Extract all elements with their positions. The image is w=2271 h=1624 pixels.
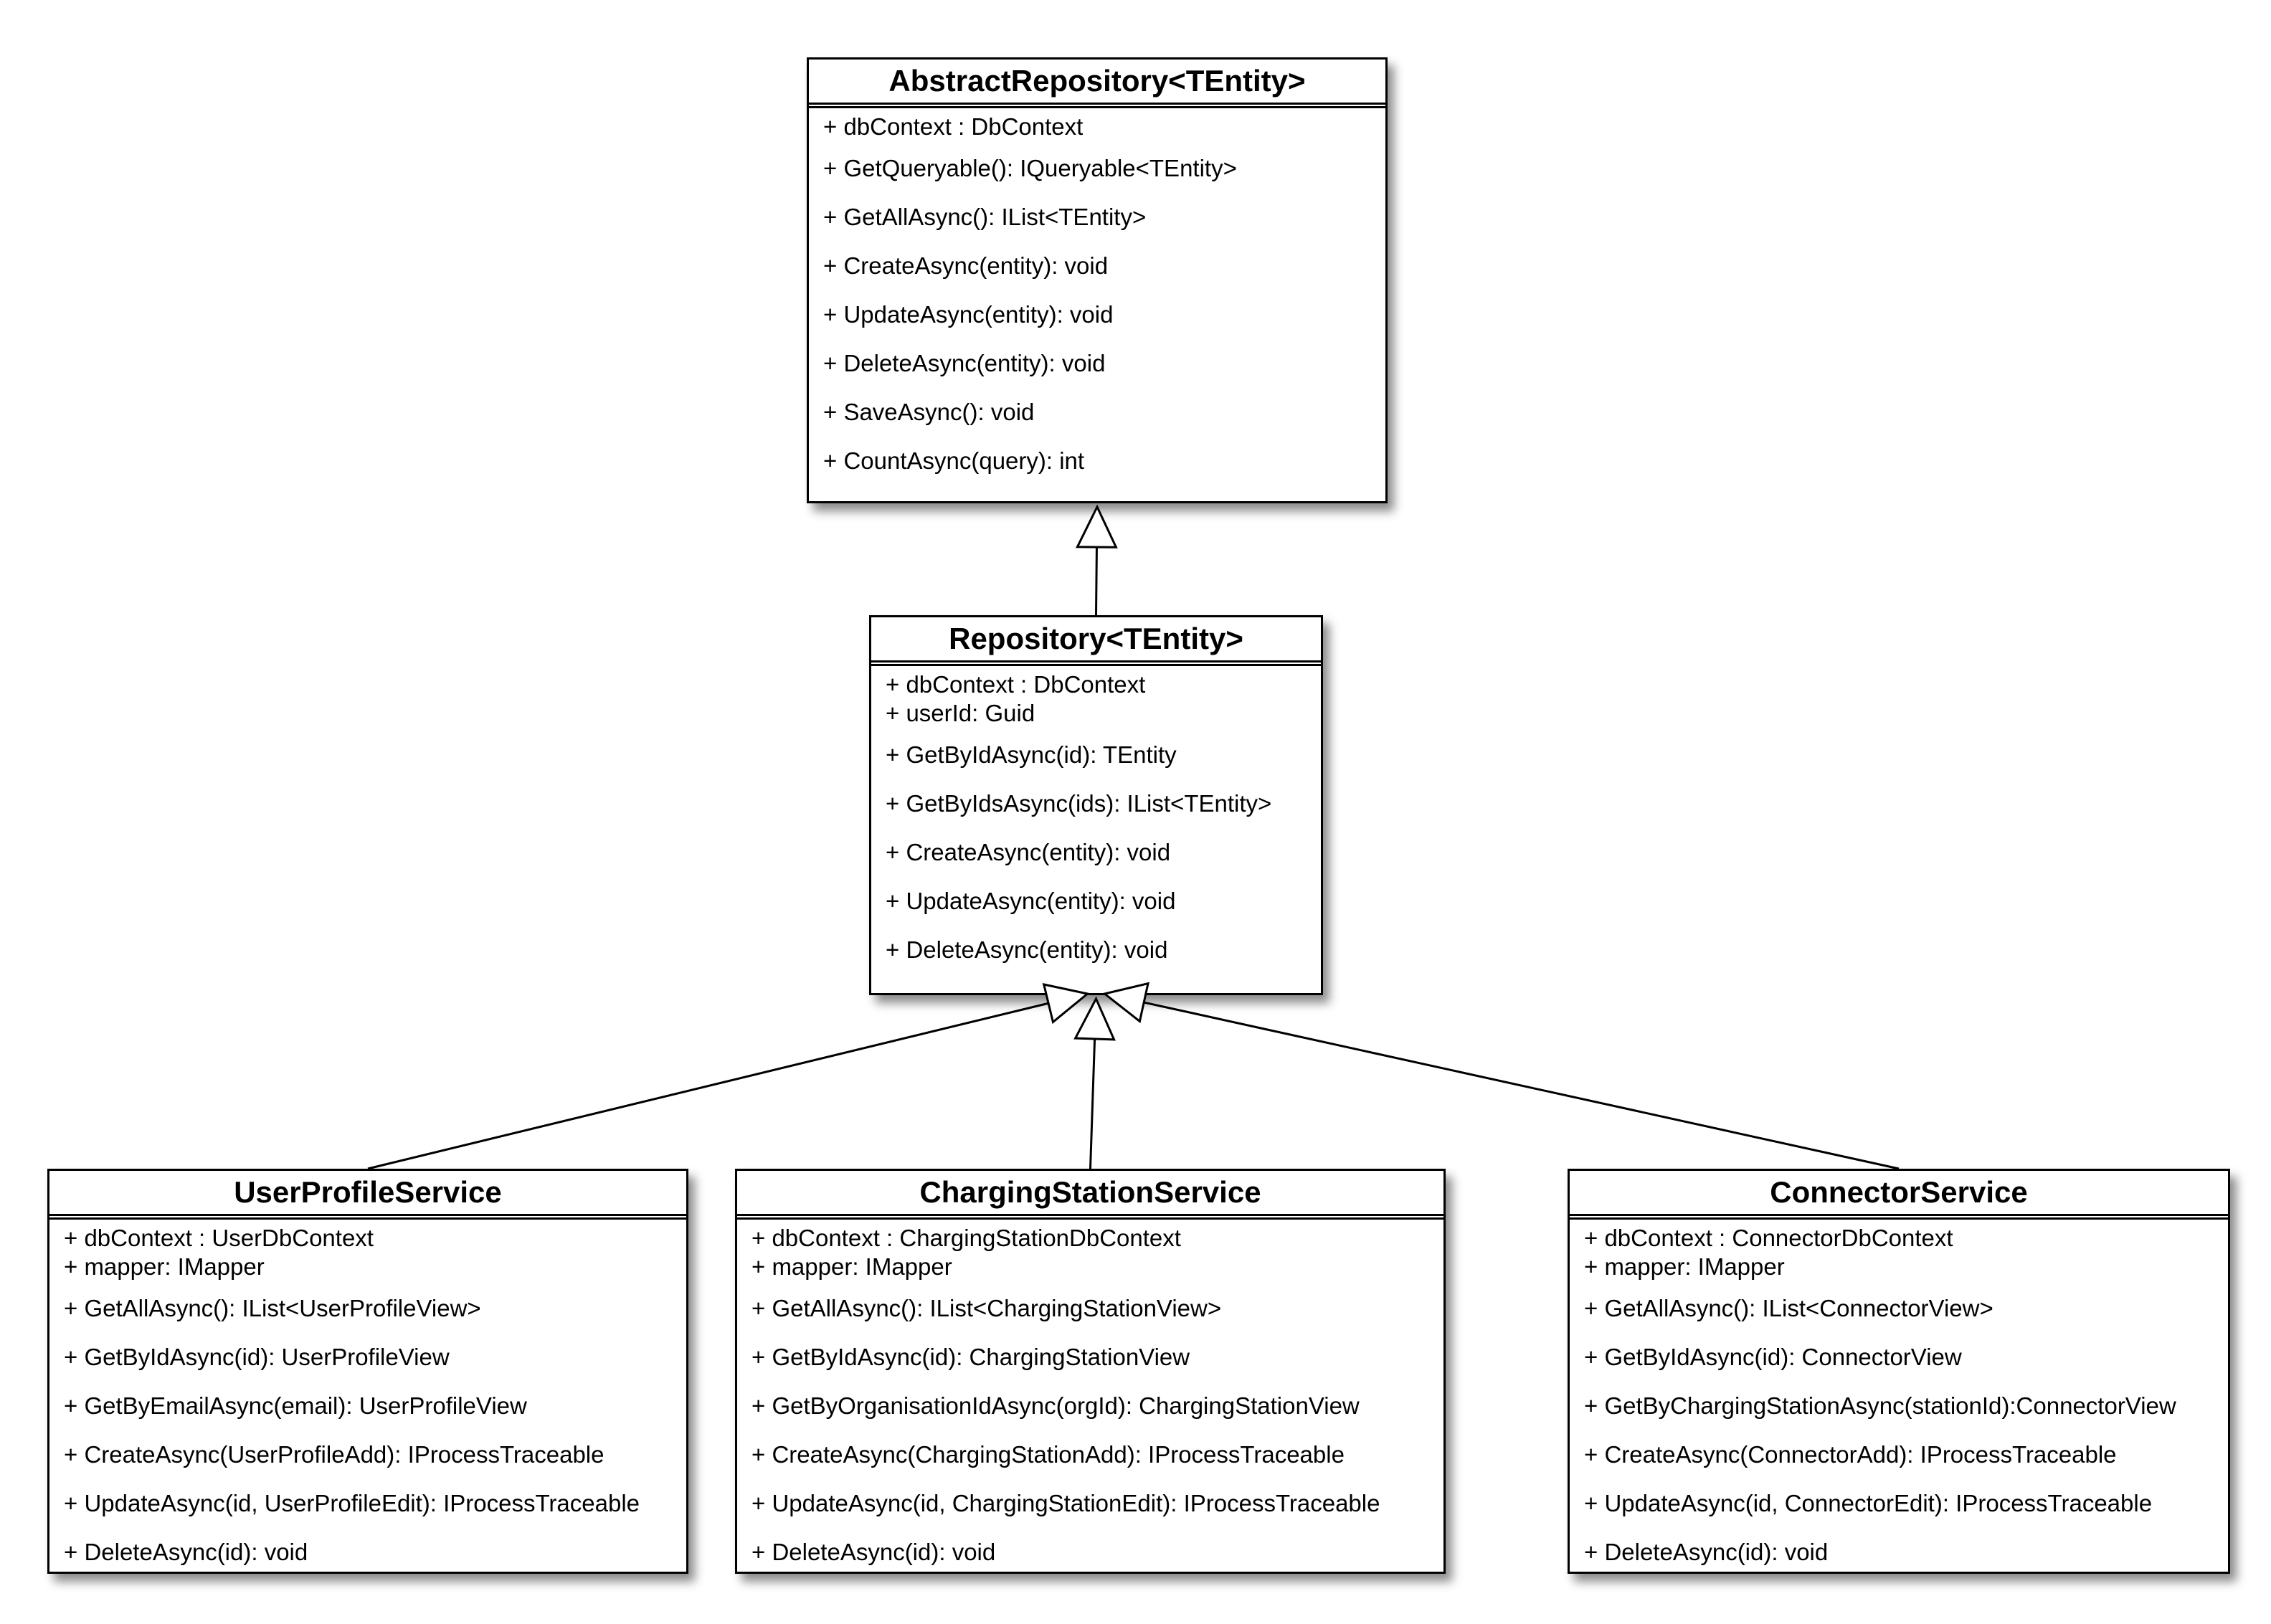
- class-members-charging-station-service: + dbContext : ChargingStationDbContext+ …: [737, 1220, 1443, 1567]
- method-line: + GetAllAsync(): IList<ConnectorView>: [1584, 1295, 1993, 1321]
- class-members-connector-service: + dbContext : ConnectorDbContext+ mapper…: [1570, 1220, 2228, 1567]
- class-user-profile-service: UserProfileService + dbContext : UserDbC…: [47, 1169, 688, 1574]
- method-line: + DeleteAsync(id): void: [1584, 1539, 1829, 1565]
- method-line: + UpdateAsync(id, ConnectorEdit): IProce…: [1584, 1490, 2153, 1516]
- method-line: + GetByIdAsync(id): ConnectorView: [1584, 1344, 1962, 1370]
- method-section: + GetAllAsync(): IList<ConnectorView> + G…: [1584, 1294, 2222, 1567]
- method-line: + GetByIdAsync(id): ChargingStationView: [752, 1344, 1190, 1370]
- class-title-abstract-repository: AbstractRepository<TEntity>: [809, 60, 1385, 108]
- attribute-line: + dbContext : DbContext: [823, 113, 1084, 140]
- method-section: + GetAllAsync(): IList<UserProfileView> +…: [64, 1294, 681, 1567]
- attribute-section: + dbContext : DbContext+ userId: Guid: [886, 670, 1315, 728]
- attribute-section: + dbContext : UserDbContext+ mapper: IMa…: [64, 1224, 681, 1281]
- class-members-user-profile-service: + dbContext : UserDbContext+ mapper: IMa…: [49, 1220, 686, 1567]
- method-line: + DeleteAsync(id): void: [752, 1539, 996, 1565]
- class-repository: Repository<TEntity> + dbContext : DbCont…: [869, 615, 1323, 995]
- method-line: + GetByChargingStationAsync(stationId):C…: [1584, 1392, 2176, 1419]
- method-line: + UpdateAsync(entity): void: [886, 888, 1176, 914]
- method-line: + GetByIdAsync(id): UserProfileView: [64, 1344, 450, 1370]
- method-line: + DeleteAsync(entity): void: [886, 936, 1168, 963]
- method-section: + GetQueryable(): IQueryable<TEntity> + G…: [823, 154, 1380, 475]
- method-section: + GetAllAsync(): IList<ChargingStationVi…: [752, 1294, 1438, 1567]
- method-line: + DeleteAsync(id): void: [64, 1539, 308, 1565]
- attribute-line: + dbContext : ConnectorDbContext: [1584, 1225, 1953, 1251]
- method-line: + GetByIdAsync(id): TEntity: [886, 741, 1177, 768]
- method-line: + GetByEmailAsync(email): UserProfileVie…: [64, 1392, 527, 1419]
- attribute-line: + userId: Guid: [886, 700, 1035, 726]
- class-title-charging-station-service: ChargingStationService: [737, 1171, 1443, 1220]
- class-connector-service: ConnectorService + dbContext : Connector…: [1568, 1169, 2230, 1574]
- method-line: + GetAllAsync(): IList<ChargingStationVi…: [752, 1295, 1222, 1321]
- generalization-arrowhead: [1076, 504, 1118, 549]
- method-line: + GetByOrganisationIdAsync(orgId): Charg…: [752, 1392, 1360, 1419]
- attribute-line: + mapper: IMapper: [64, 1253, 265, 1280]
- method-line: + CountAsync(query): int: [823, 447, 1085, 474]
- method-line: + GetAllAsync(): IList<UserProfileView>: [64, 1295, 481, 1321]
- attribute-section: + dbContext : ChargingStationDbContext+ …: [752, 1224, 1438, 1281]
- method-line: + CreateAsync(UserProfileAdd): IProcessT…: [64, 1441, 605, 1468]
- attribute-line: + dbContext : ChargingStationDbContext: [752, 1225, 1181, 1251]
- generalization-arrowhead: [1073, 996, 1116, 1041]
- attribute-section: + dbContext : DbContext: [823, 113, 1380, 141]
- method-section: + GetByIdAsync(id): TEntity + GetByIdsAsy…: [886, 741, 1315, 964]
- class-abstract-repository: AbstractRepository<TEntity> + dbContext …: [807, 57, 1388, 503]
- class-members-repository: + dbContext : DbContext+ userId: Guid + G…: [871, 666, 1321, 964]
- generalization-line: [1095, 546, 1098, 616]
- attribute-line: + dbContext : DbContext: [886, 671, 1146, 698]
- class-title-user-profile-service: UserProfileService: [49, 1171, 686, 1220]
- method-line: + UpdateAsync(id, ChargingStationEdit): …: [752, 1490, 1380, 1516]
- generalization-line: [1089, 1038, 1096, 1169]
- attribute-line: + dbContext : UserDbContext: [64, 1225, 374, 1251]
- method-line: + CreateAsync(entity): void: [886, 839, 1171, 865]
- method-line: + GetQueryable(): IQueryable<TEntity>: [823, 155, 1237, 181]
- generalization-line: [367, 1002, 1049, 1170]
- attribute-line: + mapper: IMapper: [1584, 1253, 1785, 1280]
- class-charging-station-service: ChargingStationService + dbContext : Cha…: [735, 1169, 1446, 1574]
- method-line: + SaveAsync(): void: [823, 399, 1035, 425]
- class-members-abstract-repository: + dbContext : DbContext + GetQueryable():…: [809, 108, 1385, 475]
- attribute-section: + dbContext : ConnectorDbContext+ mapper…: [1584, 1224, 2222, 1281]
- method-line: + GetAllAsync(): IList<TEntity>: [823, 204, 1147, 230]
- method-line: + CreateAsync(ChargingStationAdd): IProc…: [752, 1441, 1345, 1468]
- generalization-line: [1143, 1001, 1900, 1170]
- method-line: + UpdateAsync(entity): void: [823, 301, 1114, 328]
- attribute-line: + mapper: IMapper: [752, 1253, 952, 1280]
- method-line: + CreateAsync(entity): void: [823, 252, 1109, 279]
- method-line: + GetByIdsAsync(ids): IList<TEntity>: [886, 790, 1272, 817]
- class-title-repository: Repository<TEntity>: [871, 617, 1321, 666]
- class-title-connector-service: ConnectorService: [1570, 1171, 2228, 1220]
- method-line: + DeleteAsync(entity): void: [823, 350, 1106, 376]
- method-line: + UpdateAsync(id, UserProfileEdit): IPro…: [64, 1490, 640, 1516]
- method-line: + CreateAsync(ConnectorAdd): IProcessTra…: [1584, 1441, 2117, 1468]
